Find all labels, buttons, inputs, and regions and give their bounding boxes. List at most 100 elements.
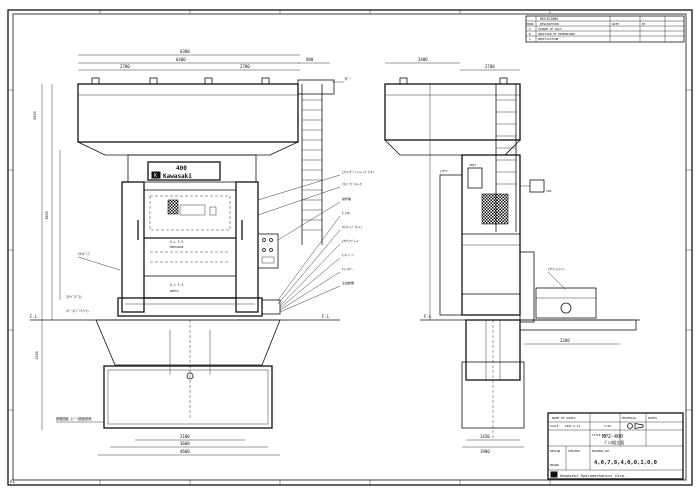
crown [77, 83, 299, 143]
side-fl: F.L [424, 314, 432, 319]
slide-label-upper: S.L F.S [170, 240, 184, 244]
side-dim-base-1: 1450 [480, 434, 490, 439]
ladder-label: ﾗﾀﾞｰ [344, 76, 351, 81]
callout-2: ｽﾗｲﾄﾞｱｼﾞｽﾄﾒｰﾀ [342, 181, 362, 186]
callout-1: ｴｱｼﾘﾝﾀﾞﾌﾟﾚｯｼｬｰ(ﾊﾞﾗﾝｻ) [342, 169, 374, 174]
nameplate-brand: Kawasaki [163, 173, 192, 180]
tb-title-text: ﾌﾟﾚｽ組立図 [604, 439, 624, 445]
slide-label-lower: S.L F.S [170, 283, 184, 287]
revision-row-mark: A [529, 27, 531, 31]
revision-header-desc: DESCRIPTION [540, 22, 559, 26]
side-floor-ledge [519, 319, 637, 331]
side-dim-ext: 2200 [560, 338, 570, 343]
svg-text:K: K [154, 173, 157, 179]
foundation-pit [95, 319, 281, 366]
dim-upper-right: 2700 [240, 64, 250, 69]
nameplate-number: 400 [176, 165, 187, 172]
dim-overall-top: 6300 [180, 49, 190, 54]
side-view: 3400 2700 2067 ｴｱﾀﾝｸ 100 [384, 57, 640, 454]
kawasaki-logo-icon: K [151, 171, 161, 179]
tb-company: Kawasaki Hydromechanics Corp. [560, 473, 626, 478]
revision-header-mark: MARK [527, 22, 534, 26]
callout-5: ｶｳﾝﾀｰ(ﾌﾟﾘｾｯﾄ) [342, 224, 362, 229]
left-label-1: ｵｲﾙﾎﾟﾝﾌﾟ [78, 251, 91, 256]
revision-row-desc: MODIFICATION [538, 37, 559, 41]
foundation-label: 基礎図面 ｽﾍﾟｰｽ図面参照 [56, 416, 92, 421]
callout-6: ｴｱｸﾗｯﾁﾌﾞﾚｰｷ [342, 238, 359, 243]
dim-side-1: 5000 [33, 111, 37, 120]
tb-scale-value: 1/20 [604, 424, 611, 428]
slide [143, 189, 237, 239]
operator-panel [257, 233, 279, 269]
revision-header-by: BY [642, 22, 646, 26]
tb-model: MP2-400 [602, 434, 623, 440]
tb-notes-label: NOTES [648, 416, 657, 420]
border-column-ticks [8, 10, 692, 485]
side-dim-top: 3400 [418, 57, 428, 62]
tb-design-label: DESIGN [550, 449, 560, 453]
callout-9: 主電動機 [342, 280, 354, 285]
slide-label-lower-sub: DEPTH [170, 289, 179, 293]
revision-row-mark: C [529, 37, 531, 41]
tb-checked-label: CHECKED [568, 449, 580, 453]
kawasaki-mark-icon [550, 471, 558, 478]
revision-row-mark: B [529, 32, 531, 36]
front-view: 6300 6400 2700 2700 900 400 K Kawasaki [30, 49, 374, 456]
left-upright [121, 181, 145, 313]
tb-date-value: 1991.5.12 [565, 424, 580, 428]
dim-upper-mid: 6400 [176, 57, 186, 62]
side-ladder [495, 84, 517, 232]
tb-name-of-parts-label: NAME OF PARTS [552, 416, 576, 420]
front-fl-right: F.L [322, 314, 330, 319]
side-small-mark-2: 100 [546, 189, 552, 193]
dim-width-lower-3: 4600 [180, 449, 190, 454]
callout-7: ﾓｰﾀｰﾌﾟｰﾘ [342, 252, 355, 257]
sheet-border: A1 [7, 9, 693, 486]
side-upright [461, 154, 521, 316]
right-upright [235, 181, 259, 313]
conveyor-label: ｴｱｸｯｼｮﾝﾕﾆｯﾄ [548, 266, 565, 271]
left-label-2: ｽﾗｲﾄﾞｱｼﾞｽﾄ [66, 294, 82, 299]
side-vent-grille [481, 193, 509, 225]
tb-scale-label: SCALE [550, 424, 559, 428]
callouts: ｴｱｼﾘﾝﾀﾞﾌﾟﾚｯｼｬｰ(ﾊﾞﾗﾝｻ) ｽﾗｲﾄﾞｱｼﾞｽﾄﾒｰﾀ 操作盤 … [257, 169, 374, 313]
dim-side-2: 1980 [45, 211, 49, 220]
dim-upper-left: 2700 [120, 64, 130, 69]
front-ladder [297, 79, 335, 245]
tb-material-label: MATERIAL [622, 416, 637, 420]
revision-table: REVISIONS MARK DESCRIPTION DATE BY A CHA… [525, 15, 685, 43]
air-cushion-unit [535, 287, 597, 319]
dim-width-lower-2: 3600 [180, 441, 190, 446]
revision-header-date: DATE [612, 22, 619, 26]
side-dim-top-right: 2700 [485, 64, 495, 69]
bed [117, 297, 263, 317]
front-fl-left: F.L [30, 314, 38, 319]
side-rear-column [439, 174, 463, 316]
slide-label-upper-sub: PRESSURE [170, 245, 184, 249]
nameplate [147, 161, 221, 181]
projection-symbol-icon [627, 423, 644, 429]
pit-box [103, 365, 273, 429]
revision-row-desc: CHANGE OF ASSY [538, 27, 562, 31]
callout-8: ﾁｪｰﾝｶﾊﾞｰ [342, 266, 355, 271]
dim-width-lower-1: 2100 [180, 434, 190, 439]
callout-4: ﾎﾞﾙｽﾀｰ [342, 210, 352, 215]
tb-drawing-no-label: DRAWING NO. [592, 449, 611, 453]
title-block: NAME OF PARTS MATERIAL NOTES SCALE 1991.… [547, 412, 684, 480]
dim-upper-far: 900 [306, 57, 314, 62]
revision-title: REVISIONS [540, 17, 558, 21]
side-box-label: ｴｱﾀﾝｸ [440, 168, 448, 173]
callout-3: 操作盤 [342, 196, 351, 201]
tb-drawn-label: DRAWN [550, 463, 559, 467]
tb-title-label: TITLE [592, 433, 601, 437]
left-label-3: ｽﾍﾟｰｽ(ｼﾞｬｲｱﾝﾄ) [66, 308, 89, 313]
side-small-mark-1: 2067 [469, 163, 476, 167]
side-dim-base-2: 1900 [480, 449, 490, 454]
bolster [143, 275, 237, 299]
revision-row-desc: ADDITION OF DIMENSIONS [538, 32, 575, 36]
border-corner-mark: A1 [10, 479, 15, 484]
tb-drawing-no: 4,0,7,8,4,0,0,1,0,0 [594, 460, 657, 466]
dim-side-3: 1200 [35, 351, 39, 360]
